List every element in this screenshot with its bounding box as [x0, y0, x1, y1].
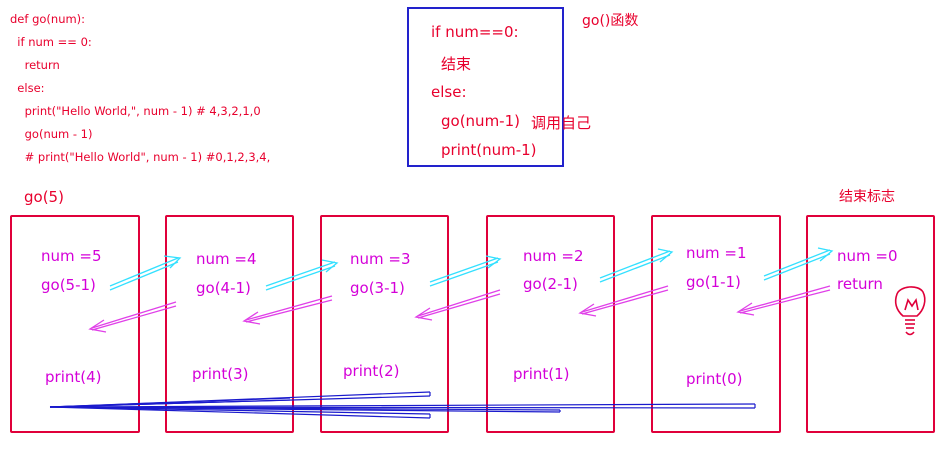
lightbulb-icon [894, 286, 926, 336]
return-arrow [414, 289, 501, 321]
print-order-arrows [49, 391, 756, 419]
print-line [49, 406, 561, 413]
start-call-label: go(5) [24, 188, 64, 206]
frame-print: print(2) [343, 362, 400, 380]
frame-call: go(3-1) [350, 279, 405, 297]
logic-recurse: go(num-1) [441, 112, 520, 130]
frame-num: num =3 [350, 250, 411, 268]
frame-print: print(3) [192, 365, 249, 383]
code-line: print("Hello World,", num - 1) # 4,3,2,1… [10, 104, 261, 118]
print-line [49, 403, 756, 408]
frame-num: num =1 [686, 244, 747, 262]
stack-frame-3: num =3 go(3-1) print(2) [320, 215, 449, 433]
frame-print: print(4) [45, 368, 102, 386]
end-flag-label: 结束标志 [839, 189, 895, 205]
logic-end: 结束 [441, 55, 472, 73]
call-arrow [763, 247, 834, 281]
call-arrow [109, 255, 182, 291]
return-arrows [88, 285, 831, 333]
return-arrow [88, 301, 177, 333]
print-line [49, 399, 291, 408]
logic-box: if num==0: 结束 else: go(num-1) 调用自己 print… [407, 7, 591, 167]
frame-print: print(1) [513, 365, 570, 383]
frame-num: num =4 [196, 250, 257, 268]
stack-frame-4: num =2 go(2-1) print(1) [486, 215, 615, 433]
frame-return: return [837, 275, 883, 293]
logic-recurse-note: 调用自己 [531, 114, 592, 132]
return-arrow [736, 285, 831, 316]
frame-call: go(5-1) [41, 276, 96, 294]
stack-frame-1: num =5 go(5-1) print(4) [10, 215, 140, 433]
frame-print: print(0) [686, 370, 743, 388]
code-line: else: [10, 81, 45, 95]
code-line: go(num - 1) [10, 127, 93, 141]
frame-num: num =0 [837, 247, 898, 265]
code-line: if num == 0: [10, 35, 92, 49]
code-listing: def go(num): if num == 0: return else: p… [10, 8, 270, 169]
logic-print: print(num-1) [441, 141, 537, 159]
call-arrows [109, 247, 834, 291]
frame-num: num =2 [523, 247, 584, 265]
call-arrow [599, 248, 674, 283]
logic-else: else: [431, 83, 467, 101]
stack-frame-6: num =0 return [806, 215, 935, 433]
stack-frame-2: num =4 go(4-1) print(3) [165, 215, 294, 433]
return-arrow [242, 295, 333, 325]
code-line: def go(num): [10, 12, 86, 26]
call-arrow [429, 255, 502, 287]
call-arrow [265, 259, 339, 291]
frame-call: go(4-1) [196, 279, 251, 297]
print-line [49, 406, 431, 415]
return-arrow [578, 285, 669, 317]
frame-call: go(2-1) [523, 275, 578, 293]
code-line: # print("Hello World", num - 1) #0,1,2,3… [10, 150, 271, 164]
stack-frame-5: num =1 go(1-1) print(0) [651, 215, 781, 433]
logic-if: if num==0: [431, 23, 519, 41]
print-line [49, 406, 431, 419]
function-label: go()函数 [582, 13, 639, 29]
frame-call: go(1-1) [686, 273, 741, 291]
frame-num: num =5 [41, 247, 102, 265]
code-line: return [10, 58, 60, 72]
